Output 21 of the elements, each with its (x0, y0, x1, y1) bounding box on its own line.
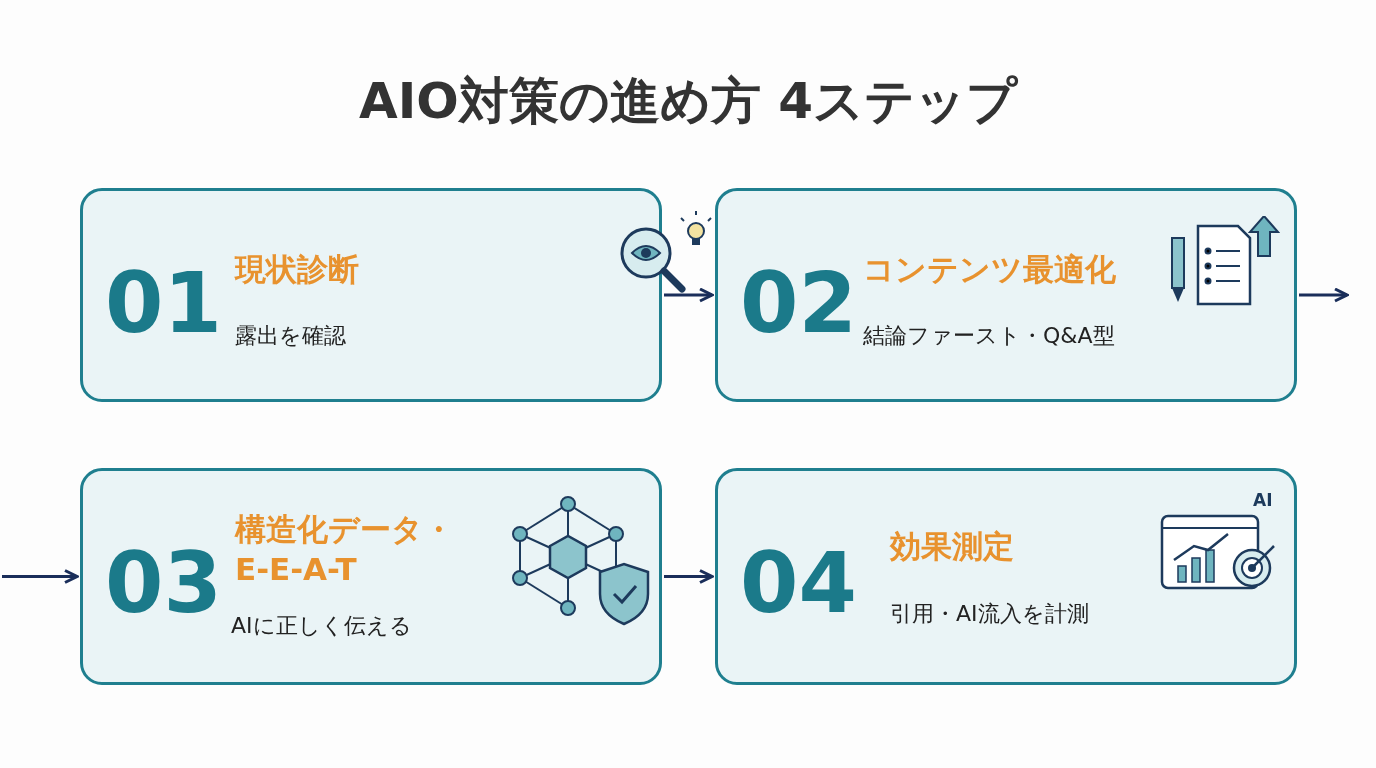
step-number: 03 (105, 541, 222, 625)
step-heading: コンテンツ最適化 (863, 250, 1117, 289)
step-description: 露出を確認 (235, 322, 346, 350)
arrow (1299, 287, 1349, 303)
step-heading: 現状診断 (235, 250, 360, 289)
arrow (2, 569, 79, 584)
step-heading: 効果測定 (890, 527, 1015, 566)
step-card (715, 188, 1297, 402)
step-number: 01 (105, 261, 222, 345)
step-card (80, 468, 662, 685)
step-description: AIに正しく伝える (231, 612, 412, 640)
step-card (715, 468, 1297, 685)
step-number: 04 (740, 541, 857, 625)
step-heading: 構造化データ・E-E-A-T (235, 510, 455, 590)
step-description: 結論ファースト・Q&A型 (863, 322, 1115, 350)
step-number: 02 (740, 261, 857, 345)
step-description: 引用・AI流入を計測 (890, 600, 1089, 628)
arrow (664, 287, 714, 303)
arrow (664, 569, 714, 584)
title: AIO対策の進め方 4ステップ (359, 71, 1017, 132)
icon-label: AI (1253, 490, 1273, 510)
